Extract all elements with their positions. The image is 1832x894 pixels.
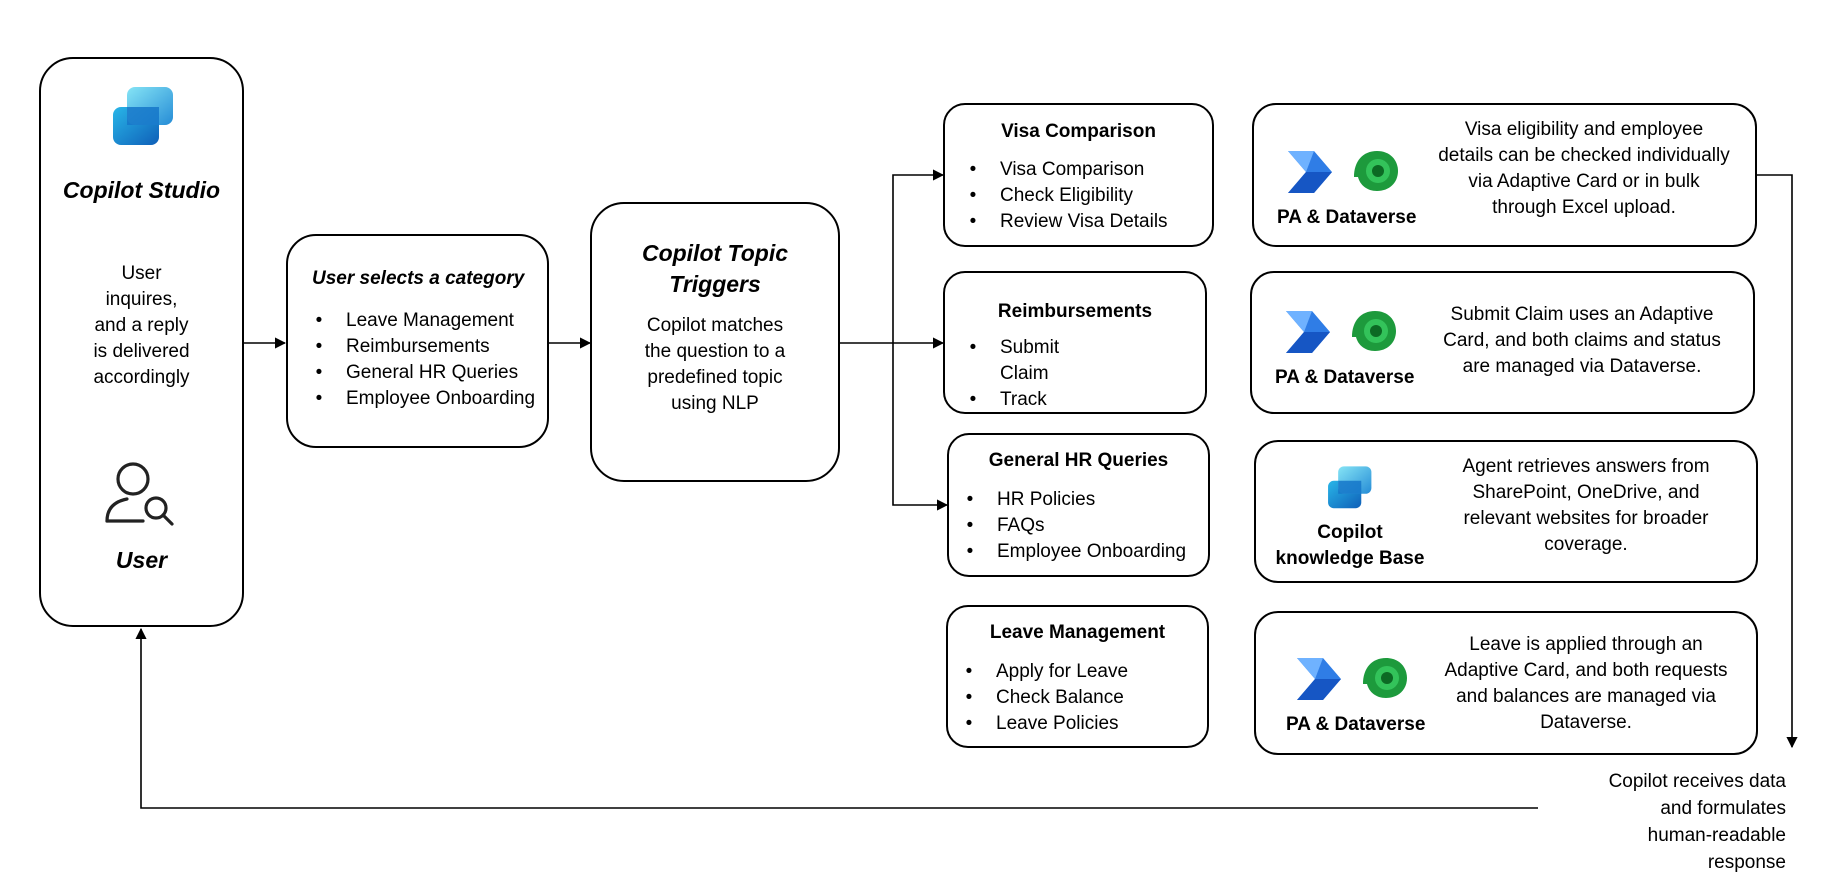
- integration-description: Submit Claim uses an Adaptive Card, and …: [1443, 304, 1721, 377]
- app-name: Copilot Studio: [62, 177, 221, 203]
- category-title: User selects a category: [312, 268, 525, 289]
- topic-visa-comparison: Visa Comparison •Visa Comparison •Check …: [943, 103, 1214, 247]
- integration-hr-queries: Copilot knowledge Base Agent retrieves a…: [1254, 440, 1758, 583]
- topic-leave-management: Leave Management •Apply for Leave •Check…: [946, 605, 1209, 748]
- list-item: •Check Balance: [965, 687, 1124, 708]
- list-item: •HR Policies: [966, 489, 1096, 510]
- list-item: •Leave Policies: [965, 713, 1119, 734]
- dataverse-icon: [1354, 151, 1398, 191]
- dataverse-icon: [1352, 311, 1396, 351]
- user-search-icon: [105, 462, 174, 526]
- topic-title: Visa Comparison: [1001, 121, 1156, 142]
- integration-description: Visa eligibility and employee details ca…: [1438, 119, 1730, 218]
- integration-leave: PA & Dataverse Leave is applied through …: [1254, 611, 1758, 755]
- user-panel: Copilot Studio User inquires, and a repl…: [39, 57, 244, 627]
- copilot-studio-icon: [113, 87, 173, 145]
- category-box: User selects a category •Leave Managemen…: [286, 234, 549, 448]
- integration-label: PA & Dataverse: [1286, 714, 1426, 735]
- list-item: •Employee Onboarding: [966, 541, 1187, 562]
- topic-title: General HR Queries: [988, 450, 1169, 471]
- category-list: •Leave Management •Reimbursements •Gener…: [312, 308, 535, 412]
- list-item: •FAQs: [966, 515, 1045, 536]
- list-item: •General HR Queries: [315, 362, 519, 383]
- topic-title: Leave Management: [989, 622, 1166, 643]
- copilot-studio-icon: [1328, 466, 1372, 509]
- list-item: •Review Visa Details: [969, 211, 1168, 232]
- response-note: Copilot receives data and formulates hum…: [1608, 771, 1786, 873]
- topic-title: Reimbursements: [997, 301, 1153, 322]
- topic-reimbursements: Reimbursements •Submit Claim •Track: [943, 271, 1207, 414]
- arrow-trigger-to-visa: [892, 169, 945, 343]
- list-item: •Check Eligibility: [969, 185, 1134, 206]
- trigger-box: Copilot Topic Triggers Copilot matches t…: [590, 202, 840, 482]
- user-label: User: [115, 547, 168, 573]
- trigger-title: Copilot Topic Triggers: [641, 240, 789, 297]
- arrow-integrations-down: [1757, 174, 1798, 749]
- list-item: •Reimbursements: [315, 336, 490, 357]
- list-item: Claim: [1000, 363, 1049, 384]
- integration-label: PA & Dataverse: [1277, 207, 1417, 228]
- integration-description: Leave is applied through an Adaptive Car…: [1444, 634, 1728, 733]
- trigger-description: Copilot matches the question to a predef…: [644, 315, 786, 414]
- integration-visa: PA & Dataverse Visa eligibility and empl…: [1252, 103, 1757, 247]
- list-item: •Visa Comparison: [969, 159, 1145, 180]
- power-automate-icon: [1288, 151, 1332, 193]
- list-item: •Apply for Leave: [965, 661, 1129, 682]
- integration-description: Agent retrieves answers from SharePoint,…: [1462, 456, 1710, 555]
- arrow-response-to-user: [135, 627, 1538, 809]
- list-item: •Leave Management: [315, 310, 514, 331]
- integration-reimbursements: PA & Dataverse Submit Claim uses an Adap…: [1250, 271, 1755, 414]
- list-item: •Employee Onboarding: [315, 388, 536, 409]
- integration-label: PA & Dataverse: [1275, 367, 1415, 388]
- integration-label: Copilot knowledge Base: [1275, 522, 1425, 569]
- topic-general-hr-queries: General HR Queries •HR Policies •FAQs •E…: [947, 433, 1210, 577]
- list-item: •Track: [969, 389, 1047, 410]
- arrow-trigger-to-hr-queries: [892, 343, 949, 511]
- power-automate-icon: [1297, 658, 1341, 700]
- power-automate-icon: [1286, 311, 1330, 353]
- dataverse-icon: [1363, 658, 1407, 698]
- user-description: User inquires, and a reply is delivered …: [93, 263, 190, 388]
- list-item: •Submit: [969, 337, 1060, 358]
